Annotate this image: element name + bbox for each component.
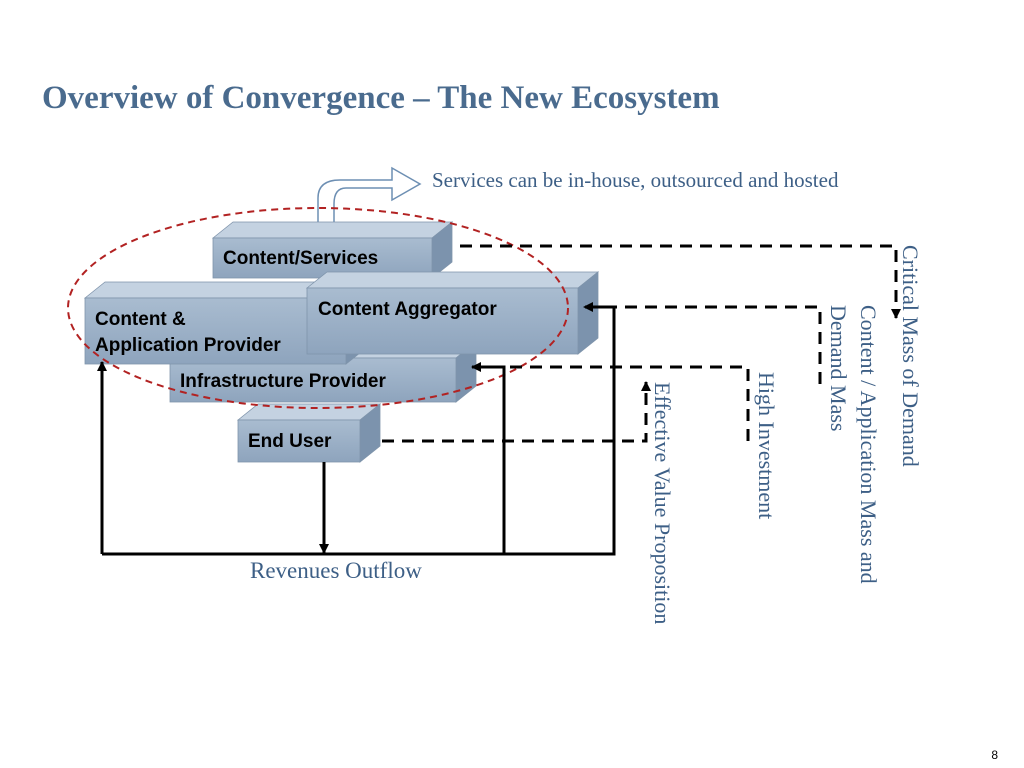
services-curved-arrow: [317, 166, 422, 231]
effective-value-label: Effective Value Proposition: [650, 382, 675, 625]
content-application-provider-label-line2: Application Provider: [95, 335, 281, 356]
infrastructure-provider-label: Infrastructure Provider: [180, 371, 386, 392]
services-ellipse: [67, 207, 569, 409]
critical-mass-label: Critical Mass of Demand: [898, 245, 923, 467]
critical-mass-flow: [460, 244, 901, 319]
content-app-mass-flow: [583, 302, 822, 384]
end-user-label: End User: [248, 431, 332, 452]
content-app-mass-label-line1: Content / Application Mass and: [856, 305, 881, 584]
services-note: Services can be in-house, outsourced and…: [432, 168, 839, 192]
content-application-provider-label-line1: Content &: [95, 309, 186, 330]
high-investment-label: High Investment: [754, 372, 779, 520]
revenues-outflow-lines: [97, 305, 616, 556]
content-app-mass-label-line2: Demand Mass: [826, 305, 851, 432]
revenues-outflow-label: Revenues Outflow: [250, 558, 422, 583]
end-user-box: [236, 403, 382, 463]
high-investment-flow: [471, 362, 750, 441]
content-services-label: Content/Services: [223, 248, 379, 269]
content-services-box: [211, 221, 454, 279]
slide-title: Overview of Convergence – The New Ecosys…: [42, 80, 720, 116]
effective-value-flow: [382, 381, 651, 443]
content-aggregator-label: Content Aggregator: [318, 299, 497, 320]
content-aggregator-box: [305, 271, 600, 355]
page-number: 8: [991, 748, 998, 762]
